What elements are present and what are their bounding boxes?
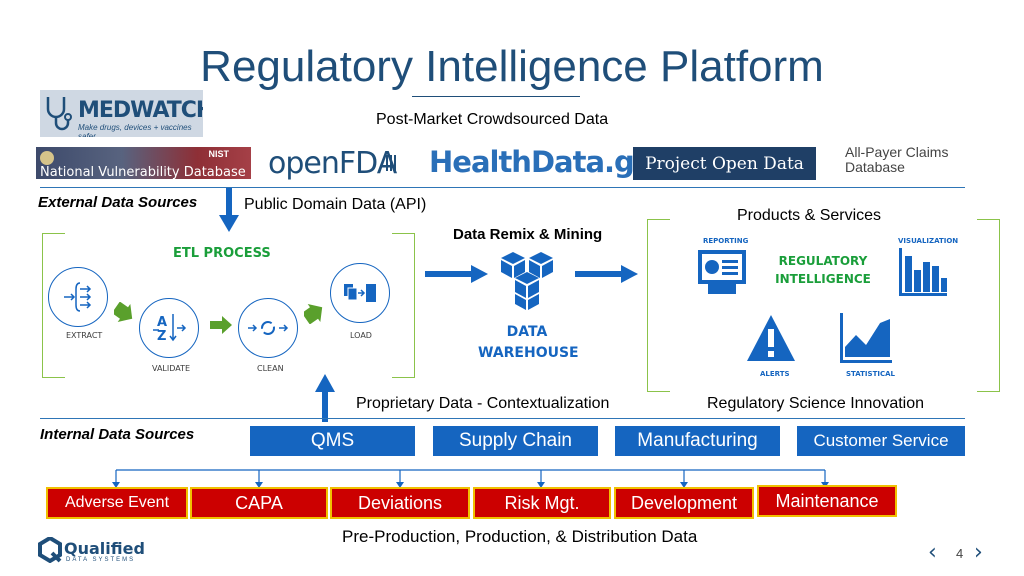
load-circle: [330, 263, 390, 323]
bar-chart-icon: [899, 248, 947, 296]
openfda-logo: openFDA: [268, 146, 397, 181]
healthdata-logo: HealthData.gov: [429, 145, 672, 179]
public-domain-label: Public Domain Data (API): [244, 196, 427, 213]
etl-to-warehouse-arrow: [425, 265, 488, 283]
development-box: Development: [614, 487, 754, 519]
external-divider: [40, 187, 965, 188]
load-files-icon: [344, 284, 376, 302]
risk-mgt-box: Risk Mgt.: [473, 487, 611, 519]
warehouse-line1: DATA: [506, 324, 548, 340]
down-arrow: [219, 188, 239, 232]
green-arrow-1: [114, 302, 133, 323]
extract-circle: [48, 267, 108, 327]
visualization-label: VISUALIZATION: [898, 237, 959, 245]
seal-icon: [40, 151, 54, 165]
etl-bracket-right: [392, 233, 415, 378]
etl-title: ETL PROCESS: [173, 246, 271, 261]
data-remix-label: Data Remix & Mining: [453, 226, 603, 243]
split-arrows-icon: [64, 282, 92, 312]
etl-bracket-left: [42, 233, 65, 378]
svg-text:Z: Z: [157, 329, 166, 344]
supply-chain-box: Supply Chain: [433, 426, 598, 456]
proprietary-label: Proprietary Data - Contextualization: [356, 395, 610, 412]
nist-text: NIST: [208, 149, 229, 159]
bottom-caption: Pre-Production, Production, & Distributi…: [342, 527, 698, 546]
company-name: Qualified: [64, 539, 145, 558]
medwatcher-tagline: Make drugs, devices + vaccines safer: [78, 123, 192, 137]
load-label: LOAD: [350, 331, 372, 340]
extract-label: EXTRACT: [66, 331, 103, 340]
up-arrow: [315, 374, 335, 422]
clean-circle: [238, 298, 298, 358]
products-bracket-right: [977, 219, 1000, 392]
manufacturing-box: Manufacturing: [615, 426, 780, 456]
statistical-label: STATISTICAL: [846, 370, 895, 378]
prev-slide-icon[interactable]: ‹: [928, 540, 937, 565]
green-arrow-3: [304, 303, 323, 324]
page-title: Regulatory Intelligence Platform: [200, 42, 824, 91]
reporting-label: REPORTING: [703, 237, 749, 245]
sort-az-icon: A Z: [153, 314, 187, 344]
validate-label: VALIDATE: [152, 364, 191, 373]
nvd-logo: National Vulnerability Database NIST: [36, 147, 251, 179]
medwatcher-name: MEDWATCHER: [78, 98, 203, 123]
post-market-caption: Post-Market Crowdsourced Data: [376, 111, 609, 128]
products-heading: Products & Services: [737, 207, 882, 224]
statistical-icon: [840, 313, 892, 363]
adverse-event-box: Adverse Event: [46, 487, 188, 519]
green-arrow-2: [210, 316, 232, 334]
warehouse-line2: WAREHOUSE: [478, 345, 579, 361]
cubes-icon: [501, 252, 553, 310]
warehouse-to-products-arrow: [575, 265, 638, 283]
title-underline: [412, 96, 580, 97]
openfda-dots-icon: [386, 155, 398, 171]
internal-divider: [40, 418, 965, 419]
refresh-icon: [248, 321, 289, 335]
qms-box: QMS: [250, 426, 415, 456]
external-sources-label: External Data Sources: [38, 194, 198, 211]
medwatcher-logo: MEDWATCHER Make drugs, devices + vaccine…: [40, 90, 203, 137]
nvd-text: National Vulnerability Database: [40, 165, 246, 179]
reg-science-label: Regulatory Science Innovation: [707, 395, 925, 412]
stethoscope-icon: [46, 97, 72, 131]
svg-text:A: A: [157, 315, 167, 330]
internal-sources-label: Internal Data Sources: [40, 426, 195, 443]
maintenance-box: Maintenance: [757, 485, 897, 517]
clean-label: CLEAN: [257, 364, 284, 373]
regulatory-line2: INTELLIGENCE: [775, 272, 871, 286]
deviations-box: Deviations: [330, 487, 470, 519]
page-number: 4: [956, 546, 964, 561]
project-open-data-logo: Project Open Data: [633, 147, 816, 180]
products-bracket-left: [647, 219, 670, 392]
regulatory-line1: REGULATORY: [778, 254, 868, 268]
connector-lines: [112, 469, 829, 488]
reporting-icon: [698, 250, 746, 294]
capa-box: CAPA: [190, 487, 328, 519]
all-payer-logo: All-Payer Claims Database: [845, 144, 949, 175]
next-slide-icon[interactable]: ›: [974, 540, 983, 565]
validate-circle: A Z: [139, 298, 199, 358]
alert-icon: [747, 315, 795, 361]
alerts-label: ALERTS: [760, 370, 790, 378]
qualified-q-icon: [38, 537, 62, 563]
project-open-data-text: Project Open Data: [645, 153, 804, 174]
customer-service-box: Customer Service: [797, 426, 965, 456]
company-sub: DATA SYSTEMS: [66, 557, 136, 563]
